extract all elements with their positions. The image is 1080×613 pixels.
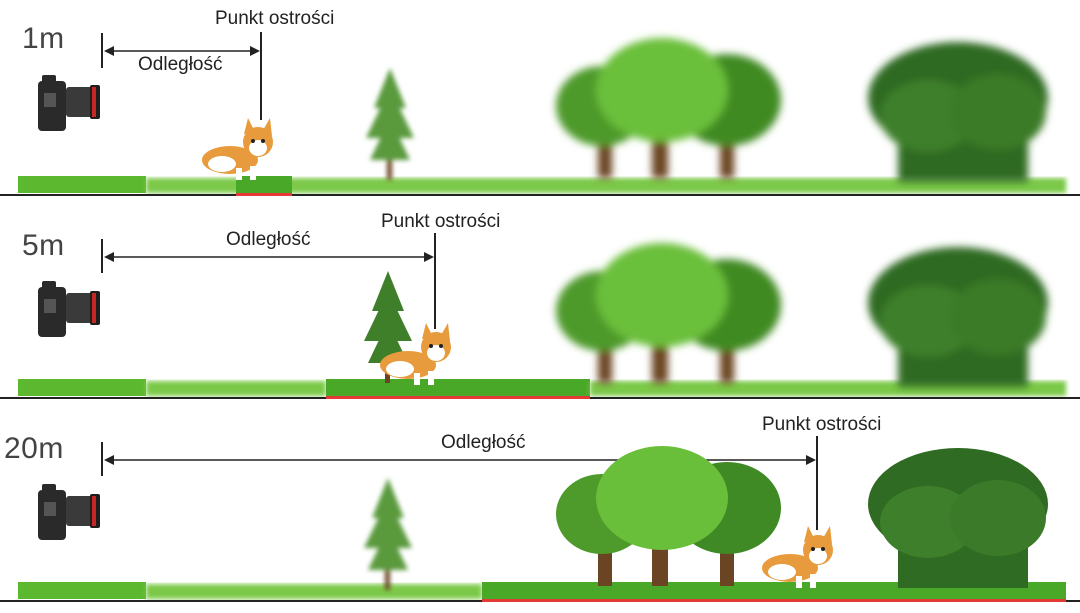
corgi-icon	[762, 526, 833, 588]
corgi-icon	[380, 323, 451, 385]
grass-blur-near	[146, 381, 326, 396]
panel-20m: 20m Punkt ostrości Odległość	[0, 406, 1080, 606]
camera-icon	[38, 75, 100, 131]
focus-label: Punkt ostrości	[762, 414, 882, 435]
grass-focus	[326, 379, 590, 396]
panel-5m-scene	[0, 233, 1080, 399]
focus-band	[326, 396, 590, 399]
length-label: Odległość	[441, 432, 526, 453]
pine-tree-icon	[366, 68, 414, 180]
forest-icon	[868, 448, 1048, 588]
camera-icon	[38, 281, 100, 337]
focus-label: Punkt ostrości	[215, 8, 335, 29]
grass-near	[18, 379, 146, 396]
grass-blur-near	[146, 584, 482, 599]
distance-label: 1m	[22, 22, 65, 55]
distance-label: 5m	[22, 229, 65, 262]
panel-5m: 5m Punkt ostrości Odległość	[0, 203, 1080, 403]
forest-icon	[868, 42, 1048, 182]
grass-far	[146, 178, 1066, 193]
grass-near	[18, 176, 146, 193]
length-label: Odległość	[138, 54, 223, 75]
panel-1m-scene	[0, 32, 1080, 196]
focus-band	[482, 599, 1066, 602]
length-label: Odległość	[226, 229, 311, 250]
panel-1m: 1m Punkt ostrości Odległość	[0, 0, 1080, 200]
oak-tree-icon	[556, 243, 781, 383]
grass-near	[18, 582, 146, 599]
focus-band	[236, 193, 292, 196]
forest-icon	[868, 247, 1048, 387]
distance-label: 20m	[4, 432, 64, 465]
camera-icon	[38, 484, 100, 540]
oak-tree-icon	[556, 38, 781, 178]
grass-focus	[236, 176, 292, 193]
oak-tree-icon	[556, 446, 781, 586]
focus-label: Punkt ostrości	[381, 211, 501, 232]
corgi-icon	[202, 118, 273, 180]
pine-tree-icon	[364, 478, 412, 590]
panel-20m-scene	[0, 436, 1080, 602]
